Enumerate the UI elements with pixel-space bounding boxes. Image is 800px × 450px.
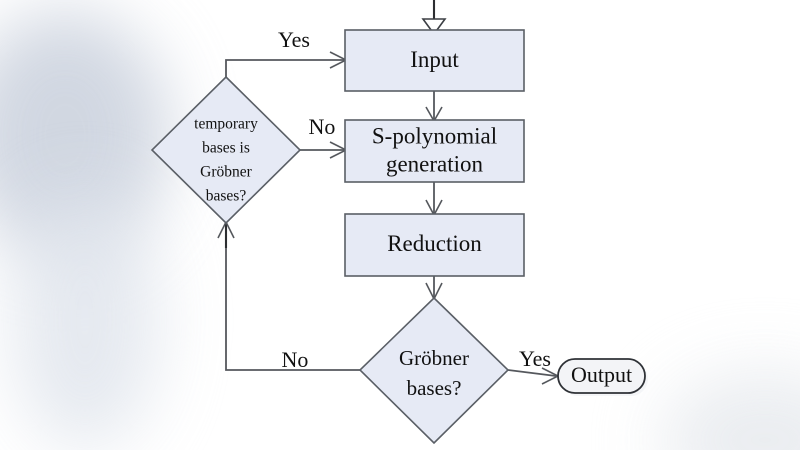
node-grobner-label-line2: bases? [407, 376, 462, 400]
output-body [557, 358, 646, 394]
node-temporary-bases-check[interactable]: temporary bases is Gröbner bases? [150, 75, 302, 225]
node-temporary-label-line2: bases is [202, 140, 250, 157]
edge-label-temporary-no: No [309, 114, 336, 139]
node-reduction[interactable]: Reduction [344, 213, 525, 277]
node-grobner-label-line1: Gröbner [399, 346, 469, 370]
node-input-label: Input [410, 47, 459, 72]
edge-input-to-spolynomial [425, 91, 443, 123]
edge-start-to-input [421, 0, 447, 36]
node-output-label: Output [571, 362, 632, 387]
node-s-polynomial-label-line2: generation [386, 151, 484, 176]
node-grobner-bases-check[interactable]: Gröbner bases? [358, 296, 510, 445]
node-temporary-label-line4: bases? [206, 188, 247, 205]
edge-reduction-to-grobner-check [425, 276, 443, 301]
node-s-polynomial-generation[interactable]: S-polynomial generation [344, 119, 525, 183]
node-temporary-label-line3: Gröbner [200, 164, 252, 181]
node-s-polynomial-label-line1: S-polynomial [372, 123, 497, 148]
edge-label-temporary-yes: Yes [278, 27, 310, 52]
edge-temporary-yes-to-input [225, 51, 348, 77]
edge-temporary-no-to-spolynomial [300, 141, 348, 159]
edge-spolynomial-to-reduction [425, 182, 443, 217]
node-input[interactable]: Input [344, 29, 525, 92]
node-temporary-label-line1: temporary [194, 116, 258, 133]
node-reduction-label: Reduction [387, 231, 482, 256]
edge-label-grobner-no: No [282, 347, 309, 372]
edge-label-grobner-yes: Yes [519, 346, 551, 371]
node-output[interactable]: Output [557, 358, 648, 396]
